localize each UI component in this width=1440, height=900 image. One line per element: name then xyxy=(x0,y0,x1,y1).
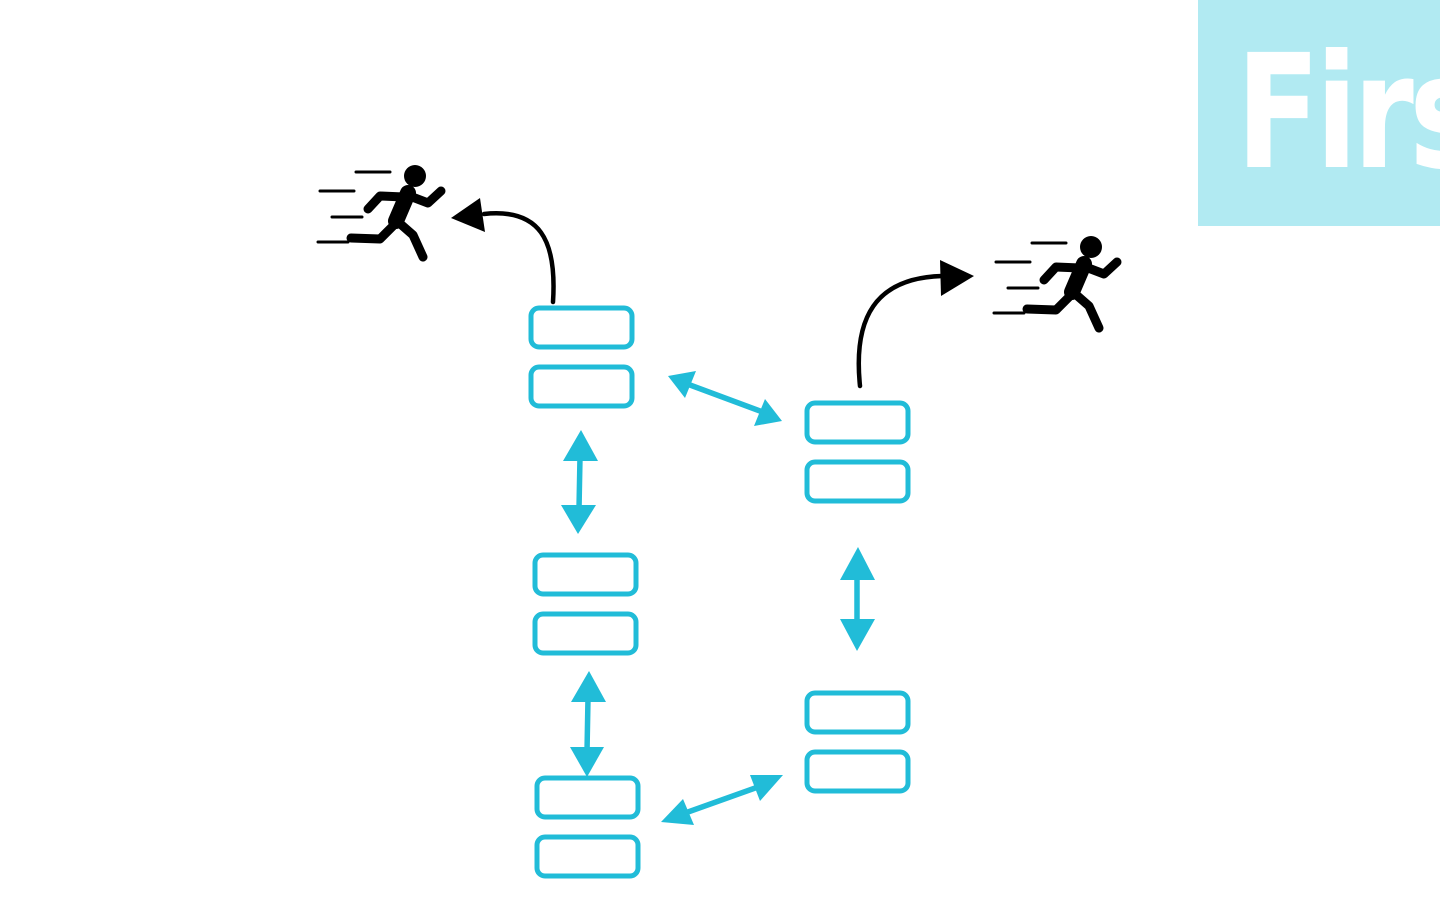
corner-title-badge: Firs xyxy=(1198,0,1440,226)
exit-arrow-right xyxy=(856,260,974,389)
connector-top-left-to-top-right xyxy=(668,371,782,426)
node-bottom-left[interactable] xyxy=(534,775,641,879)
node-slot-lower xyxy=(534,834,641,879)
node-slot-upper xyxy=(528,305,635,350)
connector-bottom-left-to-bottom-right xyxy=(661,775,783,825)
node-slot-lower xyxy=(804,459,911,504)
node-bottom-right[interactable] xyxy=(804,690,911,794)
node-slot-lower xyxy=(532,611,639,656)
connector-top-right-to-bottom-right xyxy=(840,547,875,651)
node-slot-lower xyxy=(528,364,635,409)
node-slot-upper xyxy=(534,775,641,820)
connector-top-left-to-middle-left xyxy=(561,430,598,534)
node-slot-upper xyxy=(532,552,639,597)
node-slot-upper xyxy=(804,690,911,735)
node-slot-upper xyxy=(804,400,911,445)
running-person-icon xyxy=(992,236,1122,333)
running-person-icon xyxy=(316,165,446,262)
connector-middle-left-to-bottom-left xyxy=(570,671,606,777)
node-middle-left[interactable] xyxy=(532,552,639,656)
corner-title-text: Firs xyxy=(1236,21,1440,205)
node-top-left[interactable] xyxy=(528,305,635,409)
exit-arrow-left xyxy=(451,198,556,305)
node-slot-lower xyxy=(804,749,911,794)
node-top-right[interactable] xyxy=(804,400,911,504)
